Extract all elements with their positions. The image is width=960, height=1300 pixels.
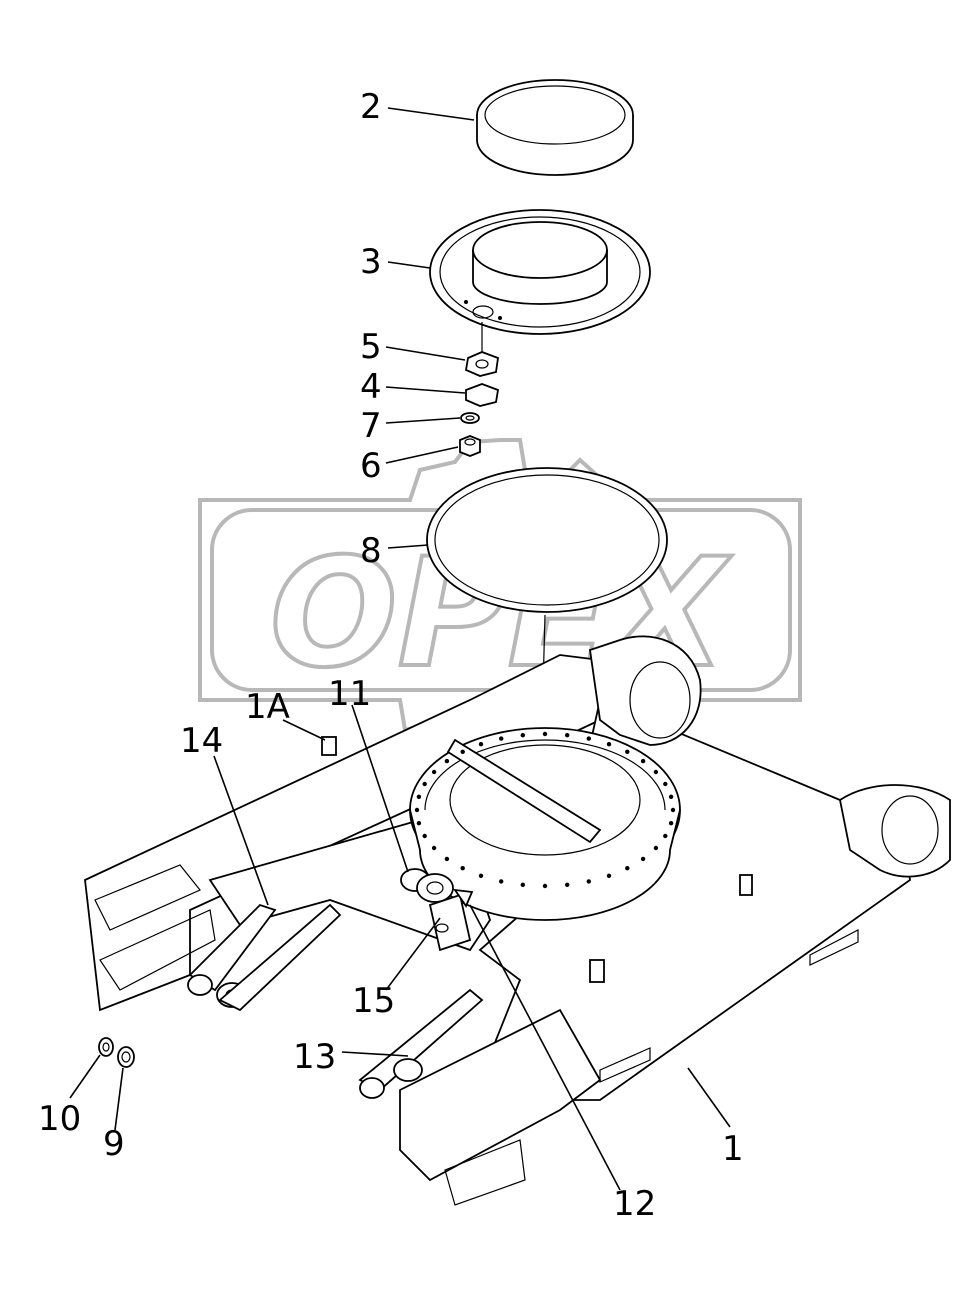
callout-1: 1: [722, 1129, 744, 1169]
callout-1a: 1A: [245, 687, 290, 727]
bolt-hole: [431, 845, 437, 851]
bolt-hole: [478, 742, 484, 747]
part-3-flange: [429, 209, 651, 335]
bolt-hole: [663, 833, 668, 839]
bolt-hole: [520, 733, 525, 738]
bolt-hole: [542, 883, 548, 889]
bolt-hole: [565, 733, 570, 738]
bolt-hole: [416, 794, 422, 799]
callout-5: 5: [360, 327, 382, 367]
bolt-hole: [606, 742, 612, 747]
part-15-bracket: [428, 893, 472, 952]
bolt-hole: [520, 882, 525, 887]
bolt-hole: [422, 833, 427, 839]
bolt-hole: [606, 873, 612, 878]
bolt-hole: [478, 873, 484, 878]
callout-4: 4: [360, 367, 382, 407]
part-13-link: [358, 988, 484, 1099]
part-10-washer: [98, 1037, 114, 1057]
bolt-hole: [586, 879, 591, 884]
part-2-cap: [476, 79, 634, 176]
part-11-pin: [400, 868, 454, 903]
swing-circle-ring: [409, 727, 681, 921]
bolt-hole: [416, 821, 422, 826]
callout-11: 11: [328, 674, 371, 714]
bolt-hole: [499, 736, 504, 741]
callout-14: 14: [180, 721, 223, 761]
part-9-washer: [117, 1046, 135, 1068]
bolt-hole: [414, 807, 420, 813]
bolt-hole: [460, 749, 465, 754]
bolt-hole: [444, 856, 450, 862]
part-12-plate: [453, 888, 474, 908]
bolt-hole: [663, 781, 668, 787]
leader-lines: [69, 107, 731, 1191]
bolt-hole: [653, 845, 659, 851]
bolt-hole: [640, 856, 646, 862]
bolt-hole: [542, 731, 548, 737]
bolt-hole: [431, 769, 437, 775]
bolt-hole: [670, 807, 676, 813]
callout-7: 7: [360, 406, 382, 446]
callout-13: 13: [293, 1037, 336, 1077]
part-14-link: [187, 903, 342, 1012]
callout-2: 2: [360, 87, 382, 127]
callout-10: 10: [38, 1099, 81, 1139]
callout-6: 6: [360, 446, 382, 486]
bolt-hole: [640, 758, 646, 764]
bolt-hole: [586, 736, 591, 741]
bolt-hole: [668, 821, 674, 826]
bolt-hole: [668, 794, 674, 799]
callout-9: 9: [103, 1124, 125, 1164]
bolt-hole: [460, 866, 465, 871]
part-8-oring: [426, 467, 668, 613]
bolt-hole: [565, 882, 570, 887]
callout-8: 8: [360, 531, 382, 571]
part-6-nut: [459, 435, 481, 457]
part-4-plate: [465, 383, 500, 407]
bolt-hole: [653, 769, 659, 775]
bolt-hole: [422, 781, 427, 787]
callout-3: 3: [360, 242, 382, 282]
bolt-hole: [625, 749, 630, 754]
bolt-hole: [499, 879, 504, 884]
bolt-hole: [625, 866, 630, 871]
part-7-washer: [460, 412, 480, 424]
part-5-gasket: [464, 351, 499, 377]
swing-circle-bolt-holes: [414, 731, 676, 889]
bolt-hole: [444, 758, 450, 764]
callout-labels: 2 3 5 4 7 6 8 1A 11 14 15 13 10 9 12 1: [38, 87, 744, 1224]
callout-12: 12: [613, 1184, 656, 1224]
callout-15: 15: [352, 981, 395, 1021]
